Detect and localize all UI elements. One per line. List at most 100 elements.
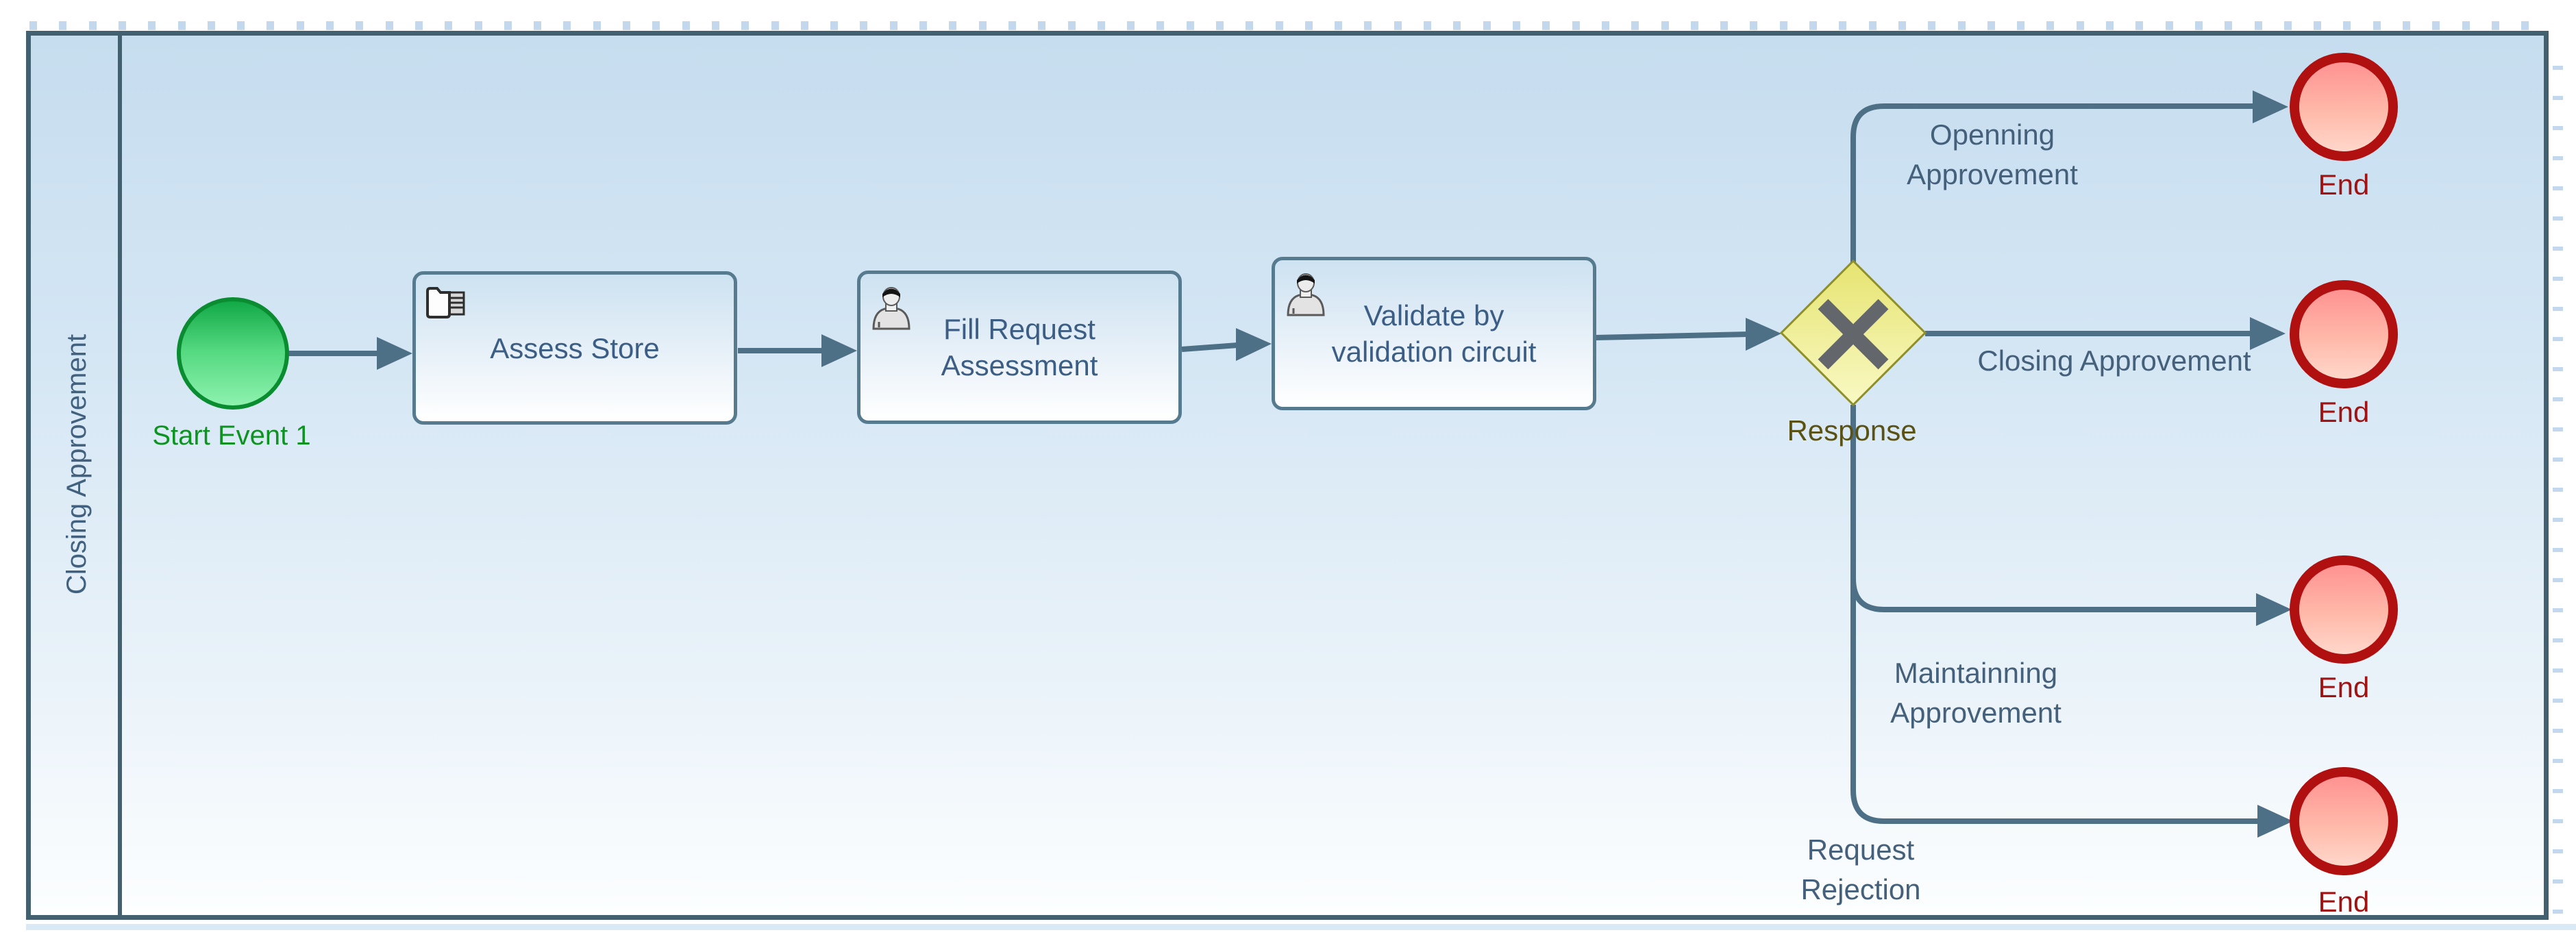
grid-tick — [2553, 668, 2563, 673]
grid-tick — [712, 21, 719, 30]
grid-tick — [2553, 427, 2563, 431]
task-label: Fill Request Assessment — [941, 313, 1098, 381]
grid-tick — [2553, 638, 2563, 642]
grid-tick — [1631, 21, 1639, 30]
flow-label-openning-approvement: Openning Approvement — [1907, 118, 2078, 190]
grid-tick — [2553, 819, 2563, 823]
grid-tick — [2553, 156, 2563, 160]
end-event-2[interactable] — [2290, 280, 2398, 388]
grid-tick — [2166, 21, 2173, 30]
grid-tick — [1898, 21, 1906, 30]
user-icon — [869, 284, 913, 335]
gateway-label: Response — [1787, 414, 1917, 447]
grid-tick — [119, 21, 126, 30]
grid-tick — [2553, 367, 2563, 371]
grid-tick — [1602, 21, 1609, 30]
end-event-4[interactable] — [2290, 767, 2398, 875]
grid-tick — [2195, 21, 2203, 30]
grid-bottom-strip — [26, 924, 2576, 930]
grid-tick — [1720, 21, 1728, 30]
grid-tick — [2553, 247, 2563, 251]
grid-tick — [1216, 21, 1224, 30]
gateway-x-icon — [1818, 299, 1889, 370]
end-event-1[interactable] — [2290, 53, 2398, 161]
grid-tick — [2135, 21, 2143, 30]
grid-tick — [1869, 21, 1877, 30]
flow-validate-to-gateway[interactable] — [1594, 318, 1781, 351]
start-event[interactable] — [177, 297, 289, 410]
grid-tick — [2553, 337, 2563, 341]
grid-tick — [2077, 21, 2084, 30]
grid-tick — [801, 21, 808, 30]
grid-tick — [771, 21, 779, 30]
grid-tick — [2284, 21, 2292, 30]
grid-tick — [2553, 910, 2563, 914]
flow-label-maintainning-approvement: Maintainning Approvement — [1890, 657, 2061, 729]
grid-tick — [356, 21, 363, 30]
grid-tick — [2106, 21, 2114, 30]
grid-tick — [267, 21, 274, 30]
grid-tick — [2403, 21, 2410, 30]
gateway-response[interactable] — [1779, 259, 1927, 407]
grid-tick — [1098, 21, 1105, 30]
grid-tick — [860, 21, 867, 30]
grid-tick — [534, 21, 541, 30]
grid-tick — [741, 21, 749, 30]
grid-tick — [2553, 397, 2563, 401]
flow-openning-approvement[interactable] — [1850, 90, 2288, 262]
grid-tick — [593, 21, 601, 30]
flow-label-request-rejection: Request Rejection — [1800, 834, 1921, 905]
grid-tick — [326, 21, 334, 30]
grid-tick — [445, 21, 452, 30]
grid-tick — [1305, 21, 1313, 30]
grid-tick — [1809, 21, 1817, 30]
flow-assess-to-fill[interactable] — [738, 334, 857, 367]
pool-closing-approvement[interactable]: Closing Approvement — [26, 31, 2549, 920]
flow-request-rejection[interactable] — [1850, 405, 2293, 838]
grid-tick — [2553, 789, 2563, 793]
grid-tick — [2553, 699, 2563, 703]
grid-tick — [415, 21, 423, 30]
task-label: Validate by validation circuit — [1331, 299, 1537, 368]
task-label: Assess Store — [490, 331, 660, 364]
task-assess-store[interactable]: Assess Store — [412, 271, 737, 425]
grid-tick — [297, 21, 304, 30]
grid-tick — [1513, 21, 1520, 30]
grid-tick — [1008, 21, 1016, 30]
end-event-3[interactable] — [2290, 555, 2398, 664]
grid-tick — [1335, 21, 1342, 30]
lane-header[interactable]: Closing Approvement — [31, 36, 122, 915]
grid-tick — [1246, 21, 1253, 30]
grid-tick — [2553, 849, 2563, 853]
flow-fill-to-validate[interactable] — [1181, 328, 1272, 361]
task-fill-request-assessment[interactable]: Fill Request Assessment — [857, 271, 1182, 424]
grid-tick — [2343, 21, 2351, 30]
grid-tick — [237, 21, 245, 30]
start-event-label: Start Event 1 — [152, 421, 311, 451]
grid-tick — [475, 21, 482, 30]
grid-tick — [208, 21, 215, 30]
folder-icon — [425, 284, 469, 323]
grid-tick — [2553, 186, 2563, 190]
grid-tick — [1542, 21, 1550, 30]
grid-tick — [2521, 21, 2529, 30]
flow-label-closing-approvement: Closing Approvement — [1977, 345, 2251, 377]
task-validate-by-validation-circuit[interactable]: Validate by validation circuit — [1272, 257, 1596, 410]
grid-tick — [1750, 21, 1757, 30]
grid-tick — [830, 21, 838, 30]
grid-tick — [386, 21, 393, 30]
grid-tick — [178, 21, 186, 30]
flow-start-to-assess[interactable] — [288, 337, 412, 370]
flow-closing-approvement[interactable] — [1925, 317, 2286, 350]
grid-tick — [2553, 759, 2563, 763]
grid-tick — [2553, 548, 2563, 552]
grid-tick — [1187, 21, 1194, 30]
grid-tick — [1453, 21, 1461, 30]
grid-tick — [979, 21, 987, 30]
grid-tick — [2553, 96, 2563, 100]
grid-tick — [1987, 21, 1995, 30]
grid-tick — [2462, 21, 2470, 30]
grid-tick — [2553, 488, 2563, 492]
grid-tick — [1276, 21, 1283, 30]
